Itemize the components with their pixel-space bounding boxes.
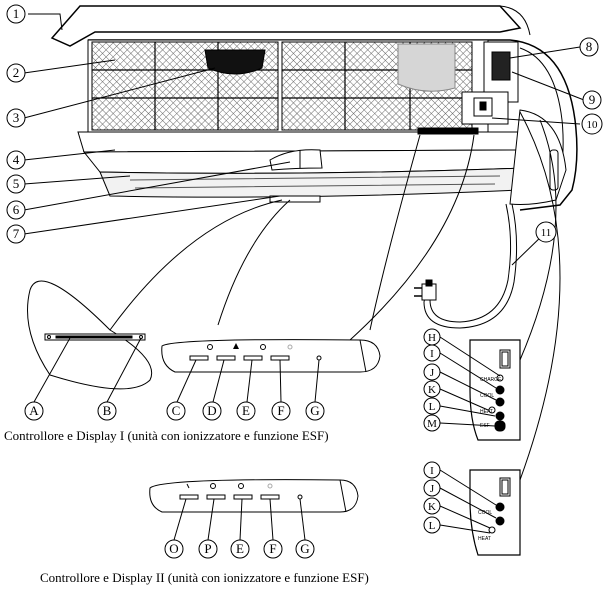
panel1-label-h: CHARGE [480, 377, 502, 383]
callout-P [198, 539, 218, 559]
callout-11-text: 11 [541, 227, 552, 239]
panel2-label-i: COOL [478, 510, 492, 516]
zoom-louver-detail [27, 280, 152, 403]
callout-5-text: 5 [13, 176, 20, 191]
callout-J2 [423, 479, 441, 497]
callout-A-text: A [29, 403, 39, 418]
callout-P-text: P [204, 541, 211, 556]
callout-O-text: O [169, 541, 178, 556]
callout-8-text: 8 [586, 39, 593, 54]
filter-left [91, 41, 279, 131]
display-2 [149, 479, 359, 541]
display-2-leds [179, 483, 303, 500]
unit-lower-body [77, 131, 521, 153]
callout-10-text: 10 [587, 119, 599, 131]
display-1 [161, 339, 381, 403]
callout-7 [6, 224, 26, 244]
callout-1 [6, 4, 26, 24]
callout-11 [535, 221, 557, 243]
callout-J [423, 363, 441, 381]
callout-F2-text: F [269, 541, 276, 556]
callout-4-text: 4 [13, 152, 20, 167]
callout-10 [581, 113, 603, 135]
callout-G-text: G [310, 403, 319, 418]
callout-L [423, 397, 441, 415]
side-panel-1 [439, 336, 521, 441]
callout-K [423, 380, 441, 398]
callout-K2-text: K [428, 501, 436, 513]
callout-K2 [423, 497, 441, 515]
callout-J-text: J [430, 367, 435, 379]
callout-L2-text: L [429, 520, 436, 532]
callout-M-text: M [427, 418, 437, 430]
front-panel [50, 5, 522, 47]
callout-C [166, 401, 186, 421]
callout-G2-text: G [300, 541, 309, 556]
callout-1-text: 1 [13, 6, 20, 21]
power-cable [429, 203, 512, 323]
callout-7-text: 7 [13, 226, 20, 241]
panel1-label-l: HEAT [480, 409, 493, 415]
callout-L2 [423, 516, 441, 534]
callout-9-text: 9 [589, 92, 596, 107]
power-plug [414, 279, 437, 301]
unit-body [88, 39, 578, 211]
panel2-label-l: HEAT [478, 536, 491, 542]
callout-6 [6, 200, 26, 220]
callout-B [97, 401, 117, 421]
callout-3 [6, 108, 26, 128]
callout-I2 [423, 461, 441, 479]
callout-8 [579, 37, 599, 57]
panel1-label-m: ESF [480, 423, 490, 429]
callout-E [236, 401, 256, 421]
indoor-unit [50, 5, 578, 329]
callout-E2 [230, 539, 250, 559]
ionizer-filter [204, 49, 266, 75]
callout-G2 [295, 539, 315, 559]
callout-M [423, 414, 441, 432]
callout-L-text: L [429, 401, 436, 413]
callout-B-text: B [103, 403, 112, 418]
display-window [417, 127, 479, 135]
callout-H-text: H [428, 332, 436, 344]
caption-display-2: Controllore e Display II (unità con ioni… [40, 570, 369, 585]
caption-display-1: Controllore e Display I (unità con ioniz… [4, 428, 329, 443]
callout-4 [6, 150, 26, 170]
callout-I-text: I [430, 348, 434, 360]
callout-F-text: F [277, 403, 284, 418]
callout-C-text: C [172, 403, 181, 418]
callout-E-text: E [242, 403, 250, 418]
callout-9 [582, 90, 602, 110]
panel1-label-j: COOL [480, 393, 494, 399]
callout-F2 [263, 539, 283, 559]
callout-O [164, 539, 184, 559]
callout-A [24, 401, 44, 421]
callout-I2-text: I [430, 465, 434, 477]
callout-E2-text: E [236, 541, 244, 556]
callout-6-text: 6 [13, 202, 20, 217]
callout-F [271, 401, 291, 421]
callout-D-text: D [207, 403, 216, 418]
callout-2-text: 2 [13, 65, 20, 80]
callout-2 [6, 63, 26, 83]
callout-K-text: K [428, 384, 436, 396]
callout-5 [6, 174, 26, 194]
callout-3-text: 3 [13, 110, 20, 125]
leader-lines [23, 13, 585, 481]
callout-G [305, 401, 325, 421]
side-panel-2 [439, 469, 521, 556]
callout-J2-text: J [430, 483, 435, 495]
callout-I [423, 344, 441, 362]
callout-D [202, 401, 222, 421]
